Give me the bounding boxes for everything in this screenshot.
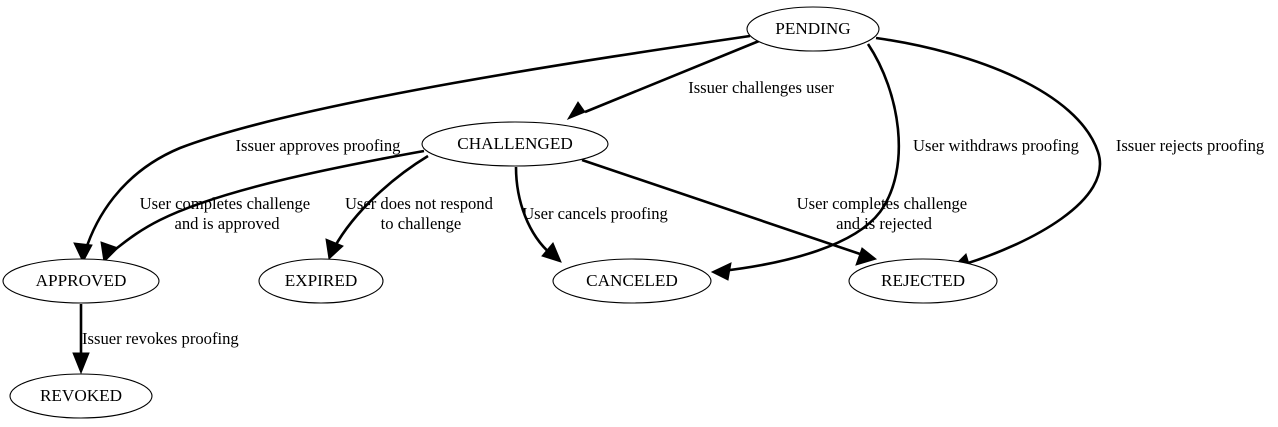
node-approved[interactable]: APPROVED [2, 258, 160, 304]
edge-challenged-to-rejected: User completes challenge and is rejected [581, 158, 972, 266]
edge-approved-to-revoked: Issuer revokes proofing [72, 304, 239, 375]
node-canceled[interactable]: CANCELED [552, 258, 712, 304]
node-shape[interactable] [848, 258, 998, 304]
edge-challenged-to-expired: User does not respond to challenge [325, 154, 497, 261]
edge-path [332, 154, 429, 249]
edge-label-challenged-to-canceled: User cancels proofing [522, 204, 668, 223]
node-revoked[interactable]: REVOKED [9, 373, 153, 419]
arrowhead-icon [566, 101, 586, 121]
edge-label-challenged-to-rejected: User completes challenge and is rejected [797, 194, 972, 233]
edge-label-pending-to-challenged: Issuer challenges user [688, 78, 834, 97]
edge-path [83, 34, 751, 253]
edge-path [584, 39, 760, 114]
node-label-canceled: CANCELED [586, 271, 678, 290]
edge-label-pending-to-rejected: Issuer rejects proofing [1116, 136, 1264, 155]
edge-label-pending-to-canceled: User withdraws proofing [913, 136, 1079, 155]
arrowhead-icon [325, 238, 344, 261]
edge-label-challenged-to-expired: User does not respond to challenge [345, 194, 497, 233]
edge-path [721, 43, 901, 273]
arrowhead-icon [73, 242, 93, 264]
node-shape[interactable] [2, 258, 160, 304]
node-shape[interactable] [9, 373, 153, 419]
node-label-rejected: REJECTED [881, 271, 965, 290]
arrowhead-icon [541, 242, 562, 263]
node-rejected[interactable]: REJECTED [848, 258, 998, 304]
node-shape[interactable] [258, 258, 384, 304]
node-label-challenged: CHALLENGED [457, 134, 573, 153]
node-pending[interactable]: PENDING [746, 6, 880, 52]
edge-pending-to-challenged: Issuer challenges user [566, 39, 834, 121]
edge-path [875, 36, 1102, 267]
edge-label-pending-to-approved: Issuer approves proofing [236, 136, 401, 155]
edge-pending-to-approved: Issuer approves proofing [73, 34, 751, 264]
arrowhead-icon [855, 247, 878, 266]
arrowhead-icon [710, 262, 732, 281]
node-shape[interactable] [552, 258, 712, 304]
edge-path [581, 158, 867, 258]
edge-challenged-to-canceled: User cancels proofing [514, 166, 668, 263]
arrowhead-icon [72, 352, 90, 375]
edge-pending-to-canceled: User withdraws proofing [710, 43, 1079, 281]
edge-label-challenged-to-approved: User completes challenge and is approved [140, 194, 315, 233]
edge-label-approved-to-revoked: Issuer revokes proofing [82, 329, 239, 348]
edge-challenged-to-approved: User completes challenge and is approved [100, 149, 425, 264]
node-label-approved: APPROVED [36, 271, 127, 290]
node-shape[interactable] [421, 121, 609, 167]
node-shape[interactable] [746, 6, 880, 52]
edge-path [109, 149, 425, 254]
edge-path [514, 166, 553, 256]
node-label-expired: EXPIRED [285, 271, 358, 290]
node-challenged[interactable]: CHALLENGED [421, 121, 609, 167]
node-expired[interactable]: EXPIRED [258, 258, 384, 304]
node-label-pending: PENDING [775, 19, 850, 38]
node-label-revoked: REVOKED [40, 386, 122, 405]
arrowhead-icon [100, 241, 119, 264]
